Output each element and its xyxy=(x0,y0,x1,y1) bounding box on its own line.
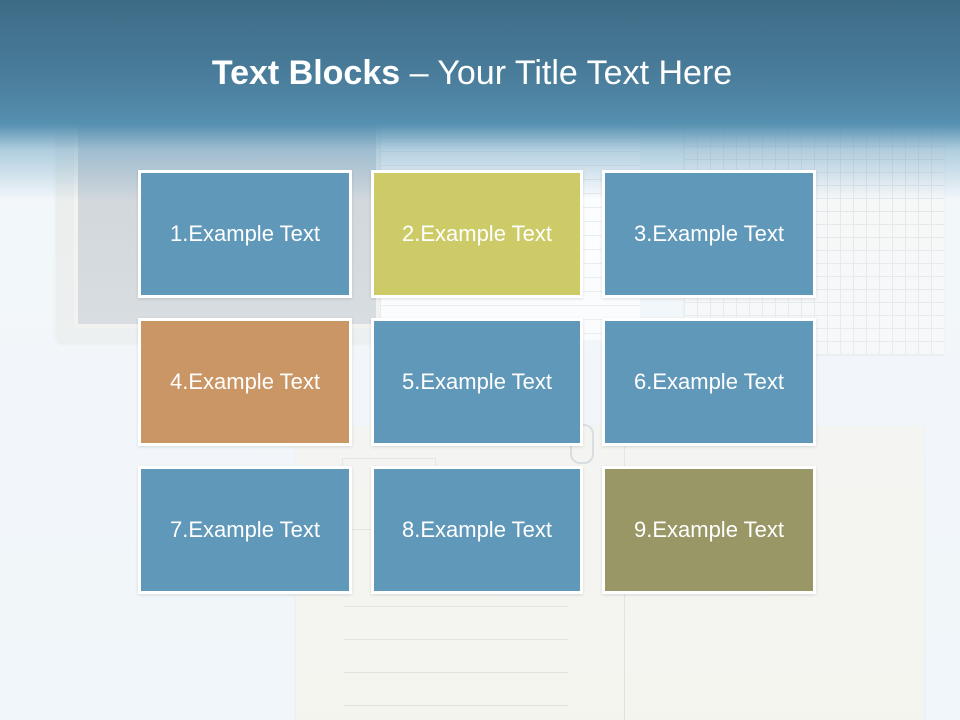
background-postcard-line xyxy=(344,639,568,640)
text-block-5[interactable]: 5.Example Text xyxy=(371,318,583,446)
text-block-9[interactable]: 9.Example Text xyxy=(602,466,816,594)
text-block-label: 7.Example Text xyxy=(169,517,320,542)
text-block-label: 9.Example Text xyxy=(633,517,784,542)
text-block-8[interactable]: 8.Example Text xyxy=(371,466,583,594)
text-blocks-grid: 1.Example Text 2.Example Text 3.Example … xyxy=(138,170,816,594)
text-block-label: 2.Example Text xyxy=(401,221,552,246)
text-block-1[interactable]: 1.Example Text xyxy=(138,170,352,298)
text-block-2[interactable]: 2.Example Text xyxy=(371,170,583,298)
text-block-label: 5.Example Text xyxy=(401,369,552,394)
slide-title: Text Blocks – Your Title Text Here xyxy=(0,54,944,93)
background-postcard-line xyxy=(344,705,568,706)
title-bold-text: Text Blocks xyxy=(211,54,401,92)
text-block-label: 6.Example Text xyxy=(633,369,784,394)
text-block-3[interactable]: 3.Example Text xyxy=(602,170,816,298)
text-block-label: 4.Example Text xyxy=(169,369,320,394)
text-block-label: 3.Example Text xyxy=(633,221,784,246)
title-regular-text: Your Title Text Here xyxy=(437,54,733,92)
text-block-label: 8.Example Text xyxy=(401,517,552,542)
text-block-6[interactable]: 6.Example Text xyxy=(602,318,816,446)
header-band xyxy=(0,0,960,200)
text-block-4[interactable]: 4.Example Text xyxy=(138,318,352,446)
text-block-label: 1.Example Text xyxy=(169,221,320,246)
background-postcard-line xyxy=(344,606,568,607)
background-postcard-line xyxy=(344,672,568,673)
text-block-7[interactable]: 7.Example Text xyxy=(138,466,352,594)
title-separator: – xyxy=(400,54,438,92)
